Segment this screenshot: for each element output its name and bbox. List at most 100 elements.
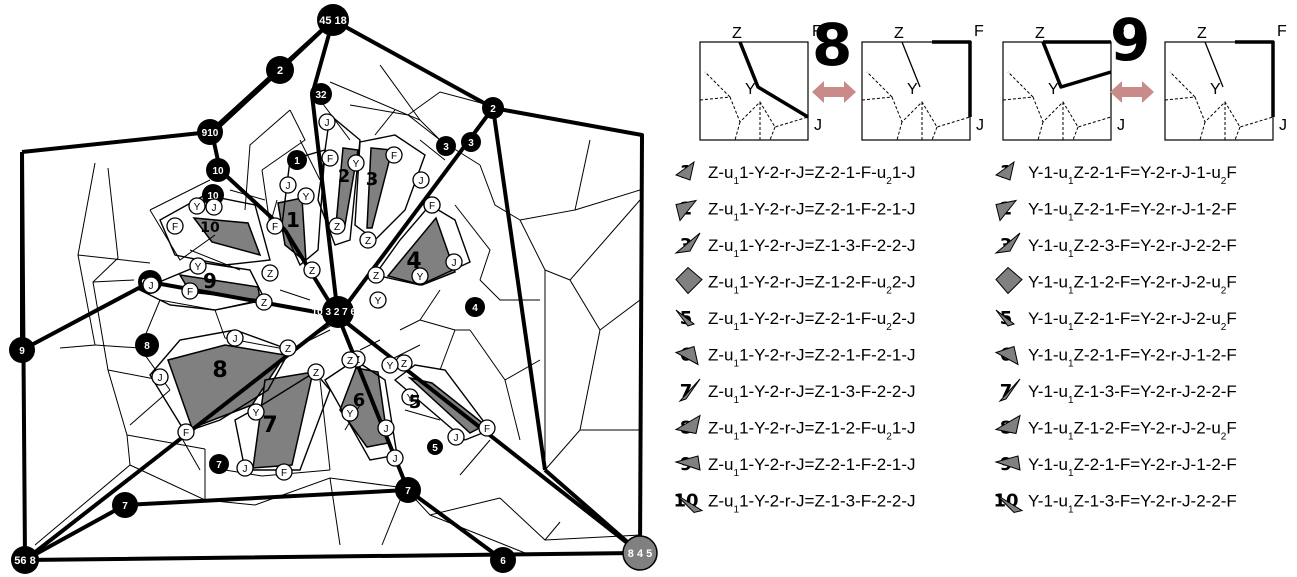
- white-vertex-node: Y: [347, 154, 365, 172]
- right-formula-row: 7 Y-1-u1Z-1-3-F=Y-2-r-J-2-2-F: [1000, 381, 1237, 406]
- right-formula-row: 2Y-1-u1Z-2-1-F=Y-2-r-J-1-2-F: [1000, 199, 1237, 224]
- white-vertex-label: Z: [309, 266, 315, 277]
- white-vertex-node: F: [181, 282, 199, 300]
- gray-corner-node: 8 4 5: [622, 535, 658, 571]
- gray-corner-label: 8 4 5: [628, 548, 652, 560]
- white-vertex-node: Z: [359, 231, 377, 249]
- formula-text: Y-1-u1Z-2-1-F=Y-2-r-J-1-2-F: [1028, 346, 1237, 370]
- formula-index: 7: [1000, 381, 1013, 402]
- white-vertex-label: J: [286, 181, 291, 192]
- white-vertex-label: J: [419, 176, 424, 187]
- white-vertex-label: J: [158, 373, 163, 384]
- formula-index: 7: [680, 381, 693, 402]
- white-vertex-label: Z: [313, 368, 319, 379]
- white-vertex-node: Y: [247, 403, 265, 421]
- black-vertex-label: 7: [122, 501, 128, 512]
- formula-text: Z-u11-Y-2-r-J=Z-2-1-F-2-1-J: [708, 455, 916, 479]
- white-vertex-label: Y: [303, 192, 310, 203]
- white-vertex-node: J: [151, 368, 169, 386]
- black-vertex-node: 1: [287, 150, 307, 170]
- white-vertex-node: F: [166, 217, 184, 235]
- black-vertex-node: 32: [310, 83, 332, 105]
- white-vertex-node: J: [412, 171, 430, 189]
- white-vertex-label: J: [325, 118, 330, 129]
- right-formula-row: 4Y-1-u1Z-1-2-F=Y-2-r-J-2-u2F: [1000, 272, 1237, 297]
- panel-corner-label: J: [1117, 117, 1125, 134]
- region-4-shade: [386, 216, 456, 286]
- region-7-shade: [252, 371, 314, 469]
- black-vertex-node: 4: [465, 297, 485, 317]
- region-number-5: 5: [409, 392, 422, 413]
- white-vertex-node: J: [279, 176, 297, 194]
- black-vertex-label: 3: [468, 138, 474, 149]
- white-vertex-node: Z: [255, 293, 273, 311]
- white-vertex-node: J: [318, 113, 336, 131]
- black-vertex-node: 7: [209, 454, 229, 474]
- black-vertex-label: 6: [500, 556, 506, 567]
- black-vertex-node: 910: [197, 119, 223, 145]
- black-vertex-node: 3: [436, 136, 456, 156]
- region-10-shade: [192, 217, 262, 257]
- white-vertex-label: Z: [261, 298, 267, 309]
- white-vertex-label: Z: [334, 222, 340, 233]
- black-vertex-label: 2: [277, 65, 283, 77]
- right-formula-row: 10Y-1-u1Z-1-3-F=Y-2-r-J-2-2-F: [993, 491, 1236, 516]
- panel-corner-label: J: [976, 117, 984, 134]
- white-vertex-label: F: [327, 154, 333, 165]
- white-vertex-node: Z: [328, 217, 346, 235]
- white-vertex-label: F: [484, 424, 490, 435]
- white-vertex-node: J: [386, 449, 404, 467]
- right-formula-row: 5Y-1-u1Z-2-1-F=Y-2-r-J-2-u2F: [1000, 308, 1237, 333]
- white-vertex-label: J: [454, 433, 459, 444]
- black-vertex-node: 56 8: [11, 546, 39, 574]
- black-vertex-label: 7: [405, 486, 411, 497]
- black-vertex-node: 45 18: [317, 4, 349, 36]
- white-vertex-label: J: [384, 424, 389, 435]
- formula-text: Y-1-u1Z-1-3-F=Y-2-r-J-2-2-F: [1028, 382, 1237, 406]
- left-formula-row: 9Z-u11-Y-2-r-J=Z-2-1-F-2-1-J: [680, 454, 916, 479]
- right-formula-row: 9Y-1-u1Z-2-1-F=Y-2-r-J-1-2-F: [1000, 454, 1237, 479]
- region-number-2: 2: [338, 166, 351, 187]
- panel-corner-label: F: [812, 23, 822, 40]
- black-vertex-label: 56 8: [14, 555, 35, 567]
- left-formula-row: 8Z-u11-Y-2-r-J=Z-1-2-F-u21-J: [680, 418, 916, 443]
- white-vertex-node: Z: [303, 261, 321, 279]
- black-vertex-node: 10: [206, 158, 230, 182]
- white-vertex-label: Z: [365, 236, 371, 247]
- white-vertex-node: F: [266, 217, 284, 235]
- region-number-7: 7: [262, 413, 277, 438]
- panel-corner-label: Y: [907, 81, 918, 98]
- white-vertex-label: J: [212, 203, 217, 214]
- black-vertex-label: 5: [432, 443, 438, 454]
- white-vertex-label: Z: [347, 356, 353, 367]
- region-number-10: 10: [200, 220, 220, 236]
- black-vertex-label: 10: [212, 166, 224, 177]
- center-vertex-label: 10 3 2 7 6 9: [312, 307, 365, 318]
- white-vertex-label: F: [429, 201, 435, 212]
- left-formula-row: 10Z-u11-Y-2-r-J=Z-1-3-F-2-2-J: [673, 491, 915, 516]
- formula-text: Z-u11-Y-2-r-J=Z-1-3-F-2-2-J: [708, 492, 916, 516]
- left-formula-row: 5Z-u11-Y-2-r-J=Z-2-1-F-u22-J: [680, 308, 916, 333]
- black-vertex-label: 7: [216, 460, 222, 471]
- region-number-1: 1: [286, 208, 300, 232]
- left-formula-row: 2Z-u11-Y-2-r-J=Z-2-1-F-2-1-J: [680, 199, 916, 224]
- shaded-regions: [167, 147, 487, 469]
- white-vertex-label: Y: [353, 159, 360, 170]
- formula-text: Y-1-u1Z-2-1-F=Y-2-r-J-1-2-F: [1028, 455, 1237, 479]
- panel-corner-label: Z: [732, 25, 742, 42]
- black-vertex-node: 2: [482, 97, 504, 119]
- white-vertex-label: Y: [417, 272, 424, 283]
- formula-text: Y-1-u1Z-1-2-F=Y-2-r-J-2-u2F: [1028, 273, 1237, 297]
- left-formula-row: 1Z-u11-Y-2-r-J=Z-2-1-F-u21-J: [680, 162, 916, 187]
- panel-corner-label: F: [1115, 23, 1125, 40]
- white-vertex-node: Y: [341, 404, 359, 422]
- black-vertex-label: 1: [294, 156, 300, 167]
- transition-arrow-icon: [1110, 81, 1154, 103]
- black-vertex-label: 3: [443, 142, 449, 153]
- white-vertex-node: Y: [188, 197, 206, 215]
- black-vertex-node: 7: [112, 492, 138, 518]
